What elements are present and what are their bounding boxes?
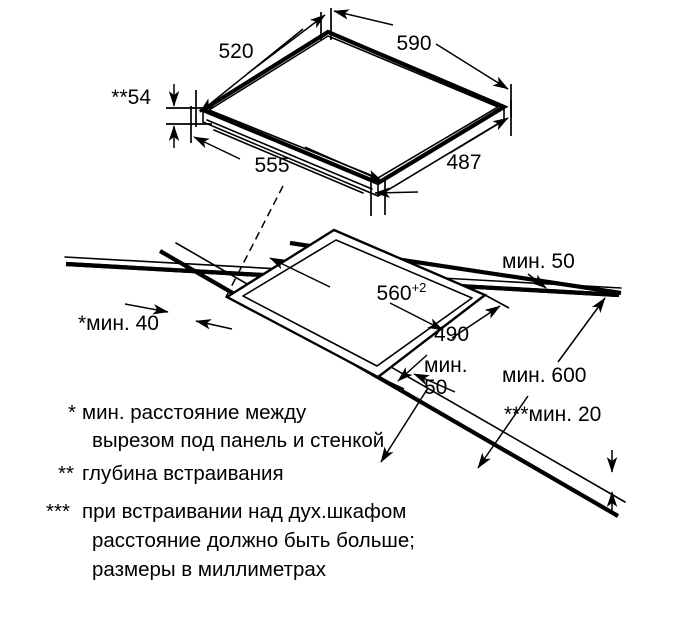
- footnote-1-line1: мин. расстояние между: [82, 401, 307, 424]
- dim-label-min50-front-line2: 50: [424, 376, 447, 399]
- dimension-min20: ***мин. 20: [504, 403, 618, 512]
- footnote-1-line2: вырезом под панель и стенкой: [92, 429, 384, 452]
- footnote-3-line1: при встраивании над дух.шкафом: [82, 500, 406, 523]
- dim-label-560-sup: +2: [412, 280, 427, 295]
- projection-line: [225, 185, 284, 298]
- dim-label-560: 560+2: [324, 274, 467, 305]
- dim-label-min600: мин. 600: [502, 364, 586, 387]
- dimension-min600: мин. 600: [477, 297, 606, 469]
- dimension-487: 487: [370, 100, 512, 216]
- footnote-3-marker: ***: [46, 500, 70, 523]
- dimension-min40: *мин. 40: [78, 303, 233, 335]
- cooktop-drawing: 520 590 **54 555: [111, 8, 512, 216]
- dim-label-590: 590: [396, 32, 431, 55]
- footnote-2-marker: **: [58, 462, 74, 485]
- footnote-3-line2: расстояние должно быть больше;: [92, 529, 415, 552]
- dimension-54: **54: [111, 84, 212, 148]
- cutout-inner-rim: [242, 239, 473, 367]
- footnote-2-line1: глубина встраивания: [82, 462, 284, 485]
- dimension-490: 490: [377, 294, 510, 390]
- dim-label-min40: *мин. 40: [78, 312, 159, 335]
- dimension-min50-front: мин. 50: [380, 354, 468, 463]
- dim-label-min50-back: мин. 50: [502, 250, 575, 273]
- dim-label-490: 490: [434, 323, 469, 346]
- dim-label-555: 555: [254, 154, 289, 177]
- dim-label-520: 520: [218, 40, 253, 63]
- footnote-1-marker: *: [68, 401, 76, 424]
- dim-label-min20: ***мин. 20: [504, 403, 601, 426]
- dimension-560: 560+2: [269, 257, 467, 331]
- footnotes-block: * мин. расстояние между вырезом под пане…: [46, 401, 415, 581]
- dim-label-54: **54: [111, 86, 151, 109]
- dim-label-487: 487: [446, 151, 481, 174]
- worktop-drawing: 560+2 490 *мин. 40 мин. 50 мин. 50: [64, 185, 626, 518]
- cooktop-glass-top: [198, 29, 509, 186]
- dimension-590: 590: [330, 8, 512, 118]
- footnote-3-line3: размеры в миллиметрах: [92, 558, 327, 581]
- dim-label-min50-front-line1: мин.: [424, 354, 468, 377]
- dimension-min50-back: мин. 50: [502, 250, 575, 289]
- dim-label-560-value: 560: [377, 282, 412, 305]
